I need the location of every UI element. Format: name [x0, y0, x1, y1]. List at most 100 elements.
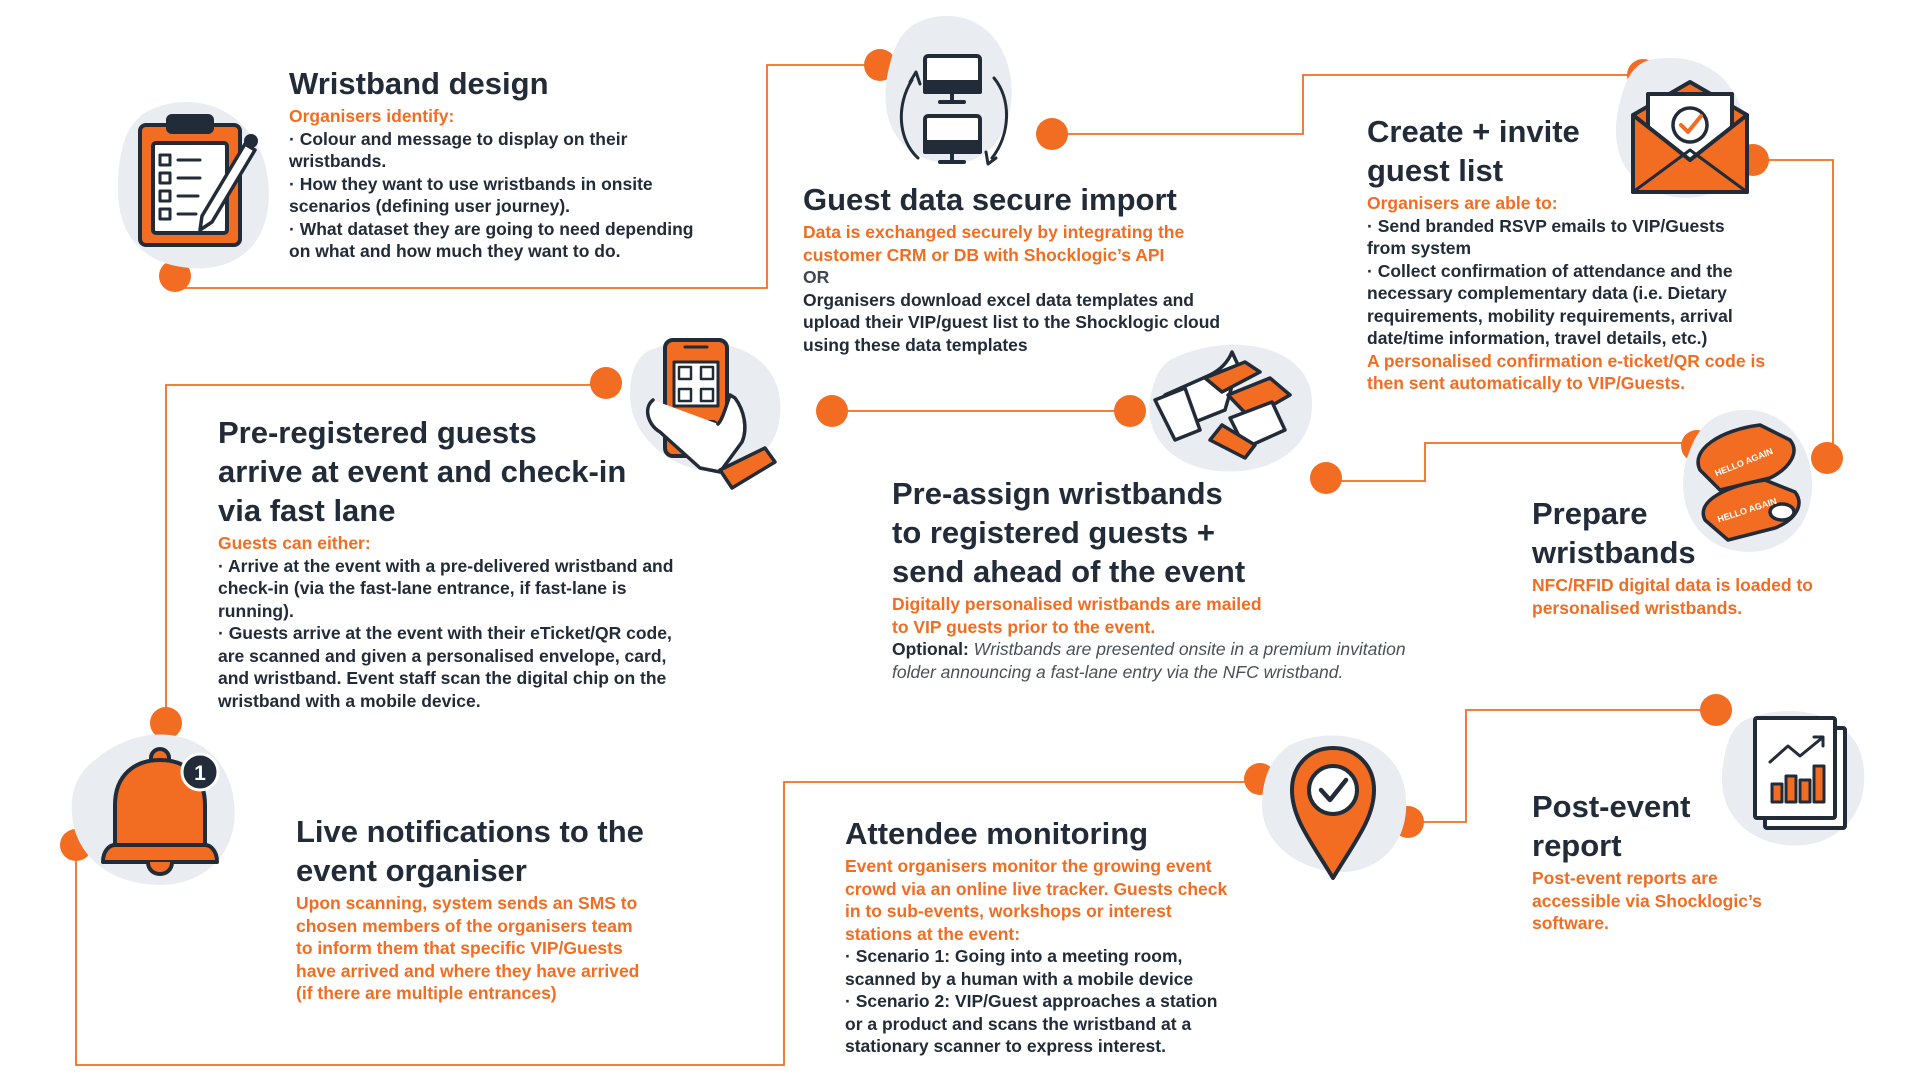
- step-title-line: guest list: [1367, 153, 1504, 188]
- step-title-line: via fast lane: [218, 493, 396, 528]
- step-body-line: on what and how much they want to do.: [289, 241, 621, 261]
- step-lead-line: stations at the event:: [845, 923, 1021, 944]
- step-create-invite: Create + invite guest list Organisers ar…: [1367, 112, 1807, 395]
- step-title-line: Prepare: [1532, 496, 1648, 531]
- step-title-line: report: [1532, 828, 1622, 863]
- step-lead-line: chosen members of the organisers team: [296, 915, 633, 936]
- scenario-1-line: · Scenario 1: Going into a meeting room,: [845, 945, 1265, 968]
- step-title: Wristband design: [289, 66, 549, 101]
- step-title-line: Live notifications to the: [296, 814, 644, 849]
- clipboard-checklist-icon: [138, 114, 258, 247]
- step-body-line: or a product and scans the wristband at …: [845, 1013, 1192, 1034]
- step-body-line: check-in (via the fast-lane entrance, if…: [218, 578, 627, 598]
- step-body-line: upload their VIP/guest list to the Shock…: [803, 312, 1221, 332]
- step-live-notifications: Live notifications to the event organise…: [296, 812, 726, 1005]
- step-title-line: to registered guests +: [892, 515, 1216, 550]
- node-checkin-in: [816, 395, 848, 427]
- step-body-line: scenarios (defining user journey).: [289, 196, 571, 216]
- step-body-line: stationary scanner to express interest.: [845, 1036, 1166, 1056]
- scenario-2-line: · Scenario 2: VIP/Guest approaches a sta…: [845, 990, 1265, 1013]
- step-lead-line: to VIP guests prior to the event.: [892, 616, 1156, 637]
- connector-checkin-to-notifications: [165, 384, 605, 723]
- step-pre-assign: Pre-assign wristbands to registered gues…: [892, 474, 1462, 683]
- node-preassign-out: [1114, 395, 1146, 427]
- step-body-line: · Arrive at the event with a pre-deliver…: [218, 555, 674, 576]
- step-lead-line: customer CRM or DB with Shocklogic’s API: [803, 244, 1165, 265]
- step-accent-line: A personalised confirmation e-ticket/QR …: [1367, 350, 1766, 371]
- step-title: Guest data secure import: [803, 182, 1177, 217]
- bell-notification-icon: [101, 747, 220, 876]
- step-attendee-monitoring: Attendee monitoring Event organisers mon…: [845, 814, 1265, 1058]
- scenario-2-label: · Scenario 2:: [845, 991, 951, 1011]
- step-wristband-design: Wristband design Organisers identify: · …: [289, 64, 749, 263]
- connector-monitoring-to-report: [1408, 709, 1716, 823]
- monitors-sync-icon: [899, 54, 1008, 166]
- step-lead-line: to inform them that specific VIP/Guests: [296, 938, 623, 958]
- step-body-line: · How they want to use wristbands in ons…: [289, 173, 653, 194]
- step-title-line: wristbands: [1532, 535, 1696, 570]
- step-body-line: are scanned and given a personalised env…: [218, 645, 667, 666]
- phone-scan-icon: [645, 338, 777, 490]
- blob-preassign: [1149, 344, 1313, 472]
- scenario-1-label: · Scenario 1:: [845, 946, 951, 966]
- optional-text: Wristbands are presented onsite in a pre…: [973, 639, 1406, 659]
- bell-badge: 1: [194, 762, 206, 785]
- step-body-line: · What dataset they are going to need de…: [289, 218, 694, 239]
- step-body-line: · Send branded RSVP emails to VIP/Guests: [1367, 215, 1725, 236]
- connector-design-to-import: [175, 64, 880, 289]
- step-lead-line: software.: [1532, 913, 1609, 933]
- connector-invite-to-prepare: [1757, 159, 1834, 458]
- report-chart-icon: [1753, 716, 1847, 830]
- step-title-line: Pre-assign wristbands: [892, 476, 1223, 511]
- node-checkin-out: [590, 367, 622, 399]
- step-lead: Organisers are able to:: [1367, 193, 1558, 213]
- step-lead: Guests can either:: [218, 533, 371, 553]
- node-design: [159, 260, 191, 292]
- step-body-line: using these data templates: [803, 334, 1028, 355]
- wristbands-icon: [1696, 423, 1801, 542]
- step-lead-line: NFC/RFID digital data is loaded to: [1532, 575, 1813, 595]
- scan-label: SCAN: [680, 425, 711, 437]
- step-title-line: Create + invite: [1367, 114, 1580, 149]
- step-title-line: send ahead of the event: [892, 554, 1246, 589]
- step-lead-line: crowd via an online live tracker. Guests…: [845, 878, 1228, 899]
- step-check-in: Pre-registered guests arrive at event an…: [218, 413, 738, 712]
- step-lead-line: accessible via Shocklogic’s: [1532, 890, 1762, 911]
- step-title-line: event organiser: [296, 853, 527, 888]
- step-body-line: running).: [218, 600, 294, 621]
- step-body-line: and wristband. Event staff scan the digi…: [218, 668, 667, 688]
- step-lead-line: Post-event reports are: [1532, 868, 1718, 888]
- step-body-line: Organisers download excel data templates…: [803, 289, 1194, 310]
- step-lead-line: Digitally personalised wristbands are ma…: [892, 594, 1262, 614]
- optional-text: folder announcing a fast-lane entry via …: [892, 661, 1344, 682]
- step-body-line: necessary complementary data (i.e. Dieta…: [1367, 283, 1727, 303]
- step-body-line: scanned by a human with a mobile device: [845, 968, 1194, 989]
- step-lead-line: personalised wristbands.: [1532, 597, 1743, 618]
- step-lead-line: Event organisers monitor the growing eve…: [845, 856, 1212, 876]
- node-prepare-in: [1811, 442, 1843, 474]
- step-body-line: requirements, mobility requirements, arr…: [1367, 305, 1733, 326]
- or-label: OR: [803, 267, 830, 287]
- step-accent-line: then sent automatically to VIP/Guests.: [1367, 373, 1685, 393]
- step-body-line: wristbands.: [289, 151, 387, 171]
- step-body-line: · Colour and message to display on their: [289, 128, 628, 149]
- step-title-line: arrive at event and check-in: [218, 454, 627, 489]
- step-title-line: Pre-registered guests: [218, 415, 537, 450]
- step-title: Attendee monitoring: [845, 816, 1149, 851]
- connector-import-to-invite: [1052, 74, 1640, 135]
- step-lead-line: in to sub-events, workshops or interest: [845, 901, 1172, 921]
- step-lead-line: (if there are multiple entrances): [296, 983, 557, 1003]
- node-report-in: [1700, 694, 1732, 726]
- step-lead: Organisers identify:: [289, 106, 455, 126]
- step-lead-line: Upon scanning, system sends an SMS to: [296, 893, 638, 913]
- step-body-line: date/time information, travel details, e…: [1367, 328, 1708, 348]
- step-guest-import: Guest data secure import Data is exchang…: [803, 180, 1273, 356]
- connector-notifications-to-monitoring: [75, 781, 1260, 1066]
- step-body-line: wristband with a mobile device.: [218, 690, 481, 711]
- step-post-event-report: Post-event report Post-event reports are…: [1532, 787, 1852, 935]
- envelope-check-icon: [1631, 80, 1749, 194]
- node-notifications-in: [150, 707, 182, 739]
- step-body-line: · Collect confirmation of attendance and…: [1367, 260, 1733, 281]
